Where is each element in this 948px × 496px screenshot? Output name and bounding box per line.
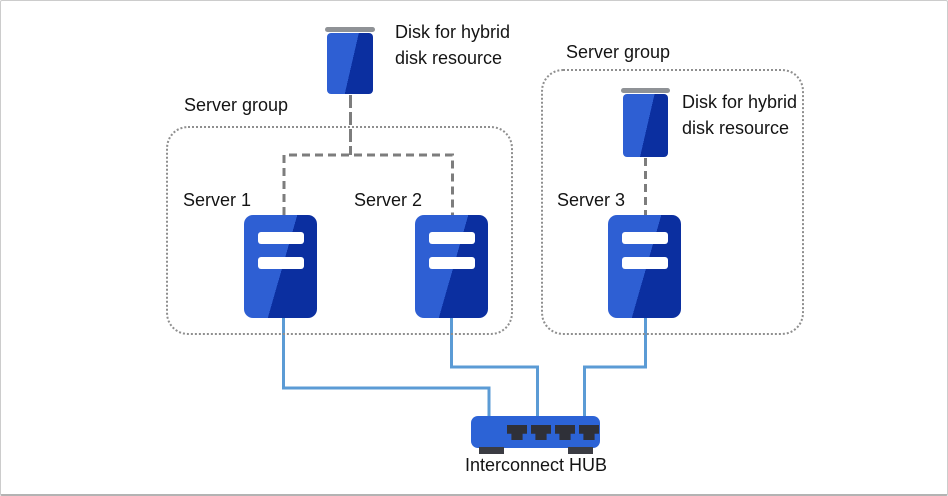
server1-drive-bar <box>258 257 304 269</box>
right-server-group-title: Server group <box>566 42 671 62</box>
right-disk-icon <box>623 94 668 157</box>
top-disk-icon <box>327 33 373 94</box>
top-disk-cap <box>325 27 375 32</box>
hub-label: Interconnect HUB <box>464 455 608 475</box>
server2-drive-bar <box>429 257 475 269</box>
hub-port-icon <box>579 425 599 440</box>
hub-port-icon <box>555 425 575 440</box>
hub-foot <box>479 447 504 454</box>
left-server-group-title: Server group <box>184 95 289 115</box>
hub-port-icon <box>507 425 527 440</box>
server3-drive-bar <box>622 232 668 244</box>
top-disk-label: Disk for hybrid disk resource <box>395 22 511 68</box>
server2-icon <box>415 215 488 318</box>
server1-label: Server 1 <box>183 190 252 210</box>
hub-icon <box>471 416 600 454</box>
left-server-group-box <box>166 126 513 335</box>
right-disk-cap <box>621 88 670 93</box>
right-disk-label: Disk for hybrid disk resource <box>682 92 798 138</box>
server2-label: Server 2 <box>354 190 423 210</box>
right-server-group-box <box>541 69 804 335</box>
server1-icon <box>244 215 317 318</box>
server3-drive-bar <box>622 257 668 269</box>
server3-label: Server 3 <box>557 190 626 210</box>
hub-port-icon <box>531 425 551 440</box>
hub-foot <box>568 447 593 454</box>
server2-drive-bar <box>429 232 475 244</box>
server1-drive-bar <box>258 232 304 244</box>
server3-icon <box>608 215 681 318</box>
